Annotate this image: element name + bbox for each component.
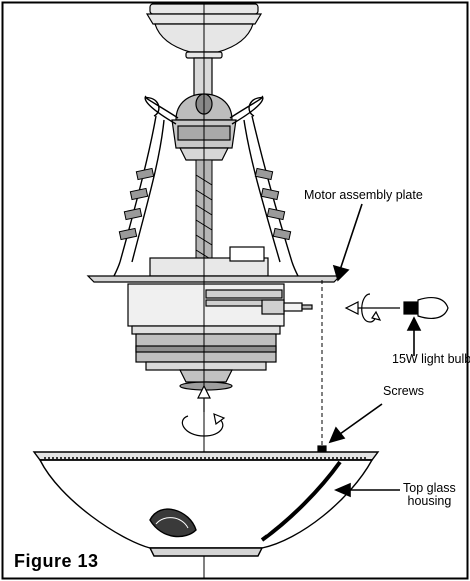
figure-title: Figure 13 [14,551,99,571]
left-arm-twist [118,167,155,241]
left-arm [113,95,179,277]
glass-bowl [32,451,380,557]
top-glass-arrow [333,482,400,498]
label-light-bulbs: 15W light bulbs [392,352,470,366]
light-bulb [403,297,449,319]
motor-housing [127,283,285,391]
label-top-glass-line1: Top glass [403,481,456,495]
bulb-socket [261,299,313,315]
bulb-arrow [406,316,422,356]
screws-arrow [328,403,383,444]
label-motor-assembly-plate: Motor assembly plate [304,188,423,202]
motor-plate-arrow [332,203,363,282]
rotate-arrow [181,384,226,437]
label-top-glass-housing: Top glass housing [403,482,456,508]
label-top-glass-line2: housing [407,494,452,508]
bulb-insert-arrow [344,293,400,323]
motor-body [149,246,269,277]
motor-plate [86,275,342,283]
right-arm-twist [254,167,292,241]
label-screws: Screws [383,384,424,398]
